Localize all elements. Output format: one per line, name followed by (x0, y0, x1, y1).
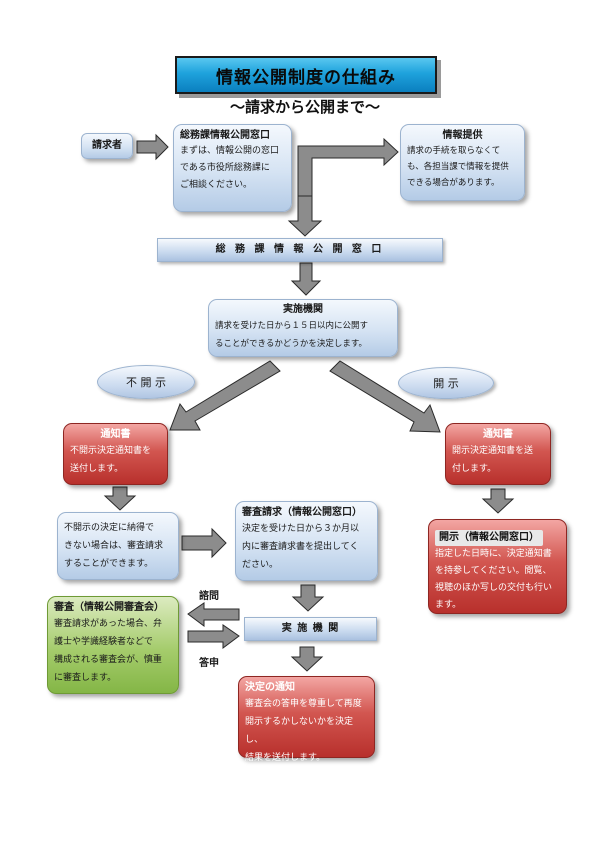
notice-left-line-2: 送付します。 (70, 464, 124, 474)
arrow-diag-right (329, 360, 441, 433)
arrow-requester-to-window (136, 133, 169, 161)
arrow-left-notice-down (103, 486, 137, 511)
agency-bar: 実 施 機 関 (244, 617, 377, 641)
notice-left-box: 通知書 不開示決定通知書を 送付します。 (63, 423, 168, 485)
objection-line-3: することができます。 (64, 559, 154, 569)
review-request-line-1: 決定を受けた日から３か月以 (242, 524, 360, 534)
review-board-box: 審査（情報公開審査会） 審査請求があった場合、弁 護士や学識経験者などで 構成さ… (47, 596, 179, 694)
oval-disclose-label: 開 示 (433, 377, 459, 390)
final-decision-title: 決定の通知 (245, 682, 295, 693)
window-box: 総務課情報公開窓口 まずは、情報公開の窓口 である市役所総務課に ご相談ください… (173, 124, 292, 212)
window-line-3: ご相談ください。 (180, 180, 253, 190)
disclosure-box: 開示（情報公開窓口） 指定した日時に、決定通知書 を持参してください。閲覧、 視… (428, 519, 567, 614)
oval-nondisclose: 不 開 示 (97, 365, 195, 399)
agency-bar-label: 実 施 機 関 (281, 623, 340, 634)
window-title: 総務課情報公開窓口 (180, 130, 270, 141)
oval-nondisclose-label: 不 開 示 (126, 376, 166, 389)
disclosure-line-4: ます。 (435, 600, 462, 610)
window-line-2: である市役所総務課に (180, 163, 270, 173)
agency-line-2: ることができるかどうかを決定します。 (215, 339, 367, 349)
review-board-line-4: に審査します。 (54, 673, 117, 683)
requester-box: 請求者 (81, 133, 133, 159)
info-provision-box: 情報提供 請求の手続を取らなくて も、各担当課で情報を提供 できる場合があります… (400, 124, 525, 201)
final-decision-box: 決定の通知 審査会の答申を尊重して再度 開示するかしないかを決定し、 結果を送付… (238, 676, 375, 763)
notice-left-title: 通知書 (100, 429, 131, 440)
review-board-line-1: 審査請求があった場合、弁 (54, 619, 163, 629)
arrow-bar-to-agency (290, 262, 322, 296)
window-bar: 総 務 課 情 報 公 開 窓 口 (157, 238, 443, 262)
objection-line-1: 不開示の決定に納得で (64, 523, 155, 533)
oval-disclose: 開 示 (398, 367, 494, 399)
agency-title: 実施機関 (283, 304, 323, 315)
disclosure-title-wrap: 開示（情報公開窓口） (435, 525, 560, 546)
final-decision-line-3: 結果を送付します。 (245, 753, 326, 763)
review-request-title: 審査請求（情報公開窓口） (242, 507, 362, 518)
objection-box: 不開示の決定に納得で きない場合は、審査請求 することができます。 (57, 512, 179, 580)
answer-label: 答申 (199, 658, 219, 669)
page-subtitle: ～請求から公開まで～ (229, 98, 380, 116)
page-title-text: 情報公開制度の仕組み (216, 67, 396, 88)
window-line-1: まずは、情報公開の窓口 (180, 146, 280, 156)
final-decision-line-2: 開示するかしないかを決定し、 (245, 717, 354, 745)
objection-line-2: きない場合は、審査請求 (64, 541, 164, 551)
disclosure-line-2: を持参してください。閲覧、 (435, 566, 552, 576)
disclosure-line-1: 指定した日時に、決定通知書 (435, 549, 552, 559)
final-decision-line-1: 審査会の答申を尊重して再度 (245, 699, 362, 709)
info-provision-line-3: できる場合があります。 (407, 178, 500, 188)
notice-right-line-2: 付します。 (452, 464, 497, 474)
disclosure-line-3: 視聴のほか写しの交付も行い (435, 583, 553, 593)
review-request-line-2: 内に審査請求書を提出してく (242, 542, 359, 552)
page-title: 情報公開制度の仕組み (175, 56, 437, 94)
disclosure-title: 開示（情報公開窓口） (435, 530, 543, 546)
arrow-review-down (291, 584, 325, 612)
notice-left-line-1: 不開示決定通知書を (70, 446, 152, 456)
review-board-line-3: 構成される審査会が、慎重 (54, 655, 162, 665)
agency-line-1: 請求を受けた日から１５日以内に公開す (215, 321, 369, 331)
info-provision-title: 情報提供 (442, 130, 483, 141)
info-provision-line-1: 請求の手続を取らなくて (407, 146, 501, 156)
consult-label: 諮問 (199, 591, 219, 602)
review-board-line-2: 護士や学識経験者などで (54, 637, 153, 647)
arrow-agency-bar-down (290, 646, 324, 672)
review-request-box: 審査請求（情報公開窓口） 決定を受けた日から３か月以 内に審査請求書を提出してく… (235, 501, 378, 581)
notice-right-line-1: 開示決定通知書を送 (452, 446, 534, 456)
arrow-objection-to-review (181, 527, 227, 559)
arrow-diag-left (169, 360, 281, 431)
arrow-consult (187, 602, 240, 627)
review-board-title: 審査（情報公開審査会） (54, 602, 164, 613)
info-provision-line-2: も、各担当課で情報を提供 (407, 162, 509, 172)
arrow-right-notice-down (481, 488, 515, 514)
arrow-window-to-info (297, 137, 399, 199)
arrow-window-down (287, 195, 323, 237)
notice-right-box: 通知書 開示決定通知書を送 付します。 (445, 423, 551, 485)
agency-box: 実施機関 請求を受けた日から１５日以内に公開す ることができるかどうかを決定しま… (208, 299, 398, 357)
window-bar-label: 総 務 課 情 報 公 開 窓 口 (215, 244, 385, 255)
review-request-line-3: ださい。 (242, 560, 279, 570)
arrow-answer (187, 624, 240, 649)
notice-right-title: 通知書 (483, 429, 513, 440)
requester-label: 請求者 (92, 140, 122, 151)
